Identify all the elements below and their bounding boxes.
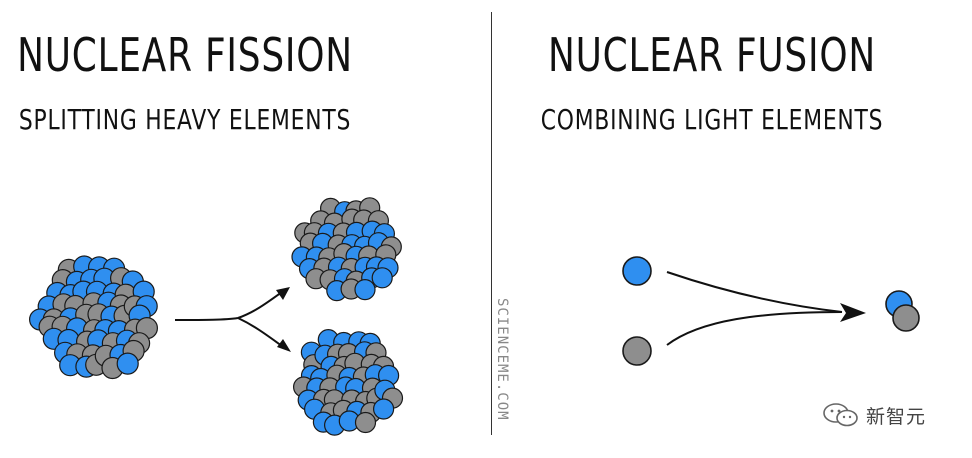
fusion-title: NUCLEAR FUSION (548, 28, 876, 82)
fission-arrowhead-up (276, 287, 290, 300)
fission-arrowhead-down (277, 339, 291, 352)
fusion-arrow-upper (666, 271, 843, 313)
fission-product-top-nucleus (291, 197, 402, 302)
fusion-gray-nucleus (622, 336, 652, 366)
fission-subtitle: SPLITTING HEAVY ELEMENTS (18, 103, 352, 136)
panel-divider (491, 12, 492, 435)
fission-arrow-down (237, 317, 283, 347)
product-bottom-particle (373, 398, 395, 420)
fusion-blue-nucleus (622, 256, 652, 286)
product-top-particle (354, 279, 376, 301)
fission-panel: NUCLEAR FISSION SPLITTING HEAVY ELEMENTS (17, 28, 353, 136)
product-top-particle (371, 267, 393, 289)
wechat-icon (823, 403, 858, 427)
fusion-arrow-lower (666, 311, 843, 346)
fission-arrow-stem (174, 317, 239, 321)
fusion-arrowhead (840, 303, 866, 322)
heavy-nucleus (28, 255, 158, 380)
fusion-subtitle: COMBINING LIGHT ELEMENTS (540, 103, 884, 136)
heavy-nucleus-particle (116, 352, 139, 375)
wechat-logo: 新智元 (822, 400, 926, 430)
fission-product-bottom-nucleus (293, 329, 404, 436)
logo-text: 新智元 (866, 405, 927, 428)
fusion-product-gray (892, 304, 920, 332)
fusion-panel: NUCLEAR FUSION COMBINING LIGHT ELEMENTS (492, 0, 972, 458)
fission-arrow-up (237, 291, 283, 319)
product-bottom-particle (354, 411, 377, 434)
fission-title: NUCLEAR FISSION (17, 28, 353, 82)
